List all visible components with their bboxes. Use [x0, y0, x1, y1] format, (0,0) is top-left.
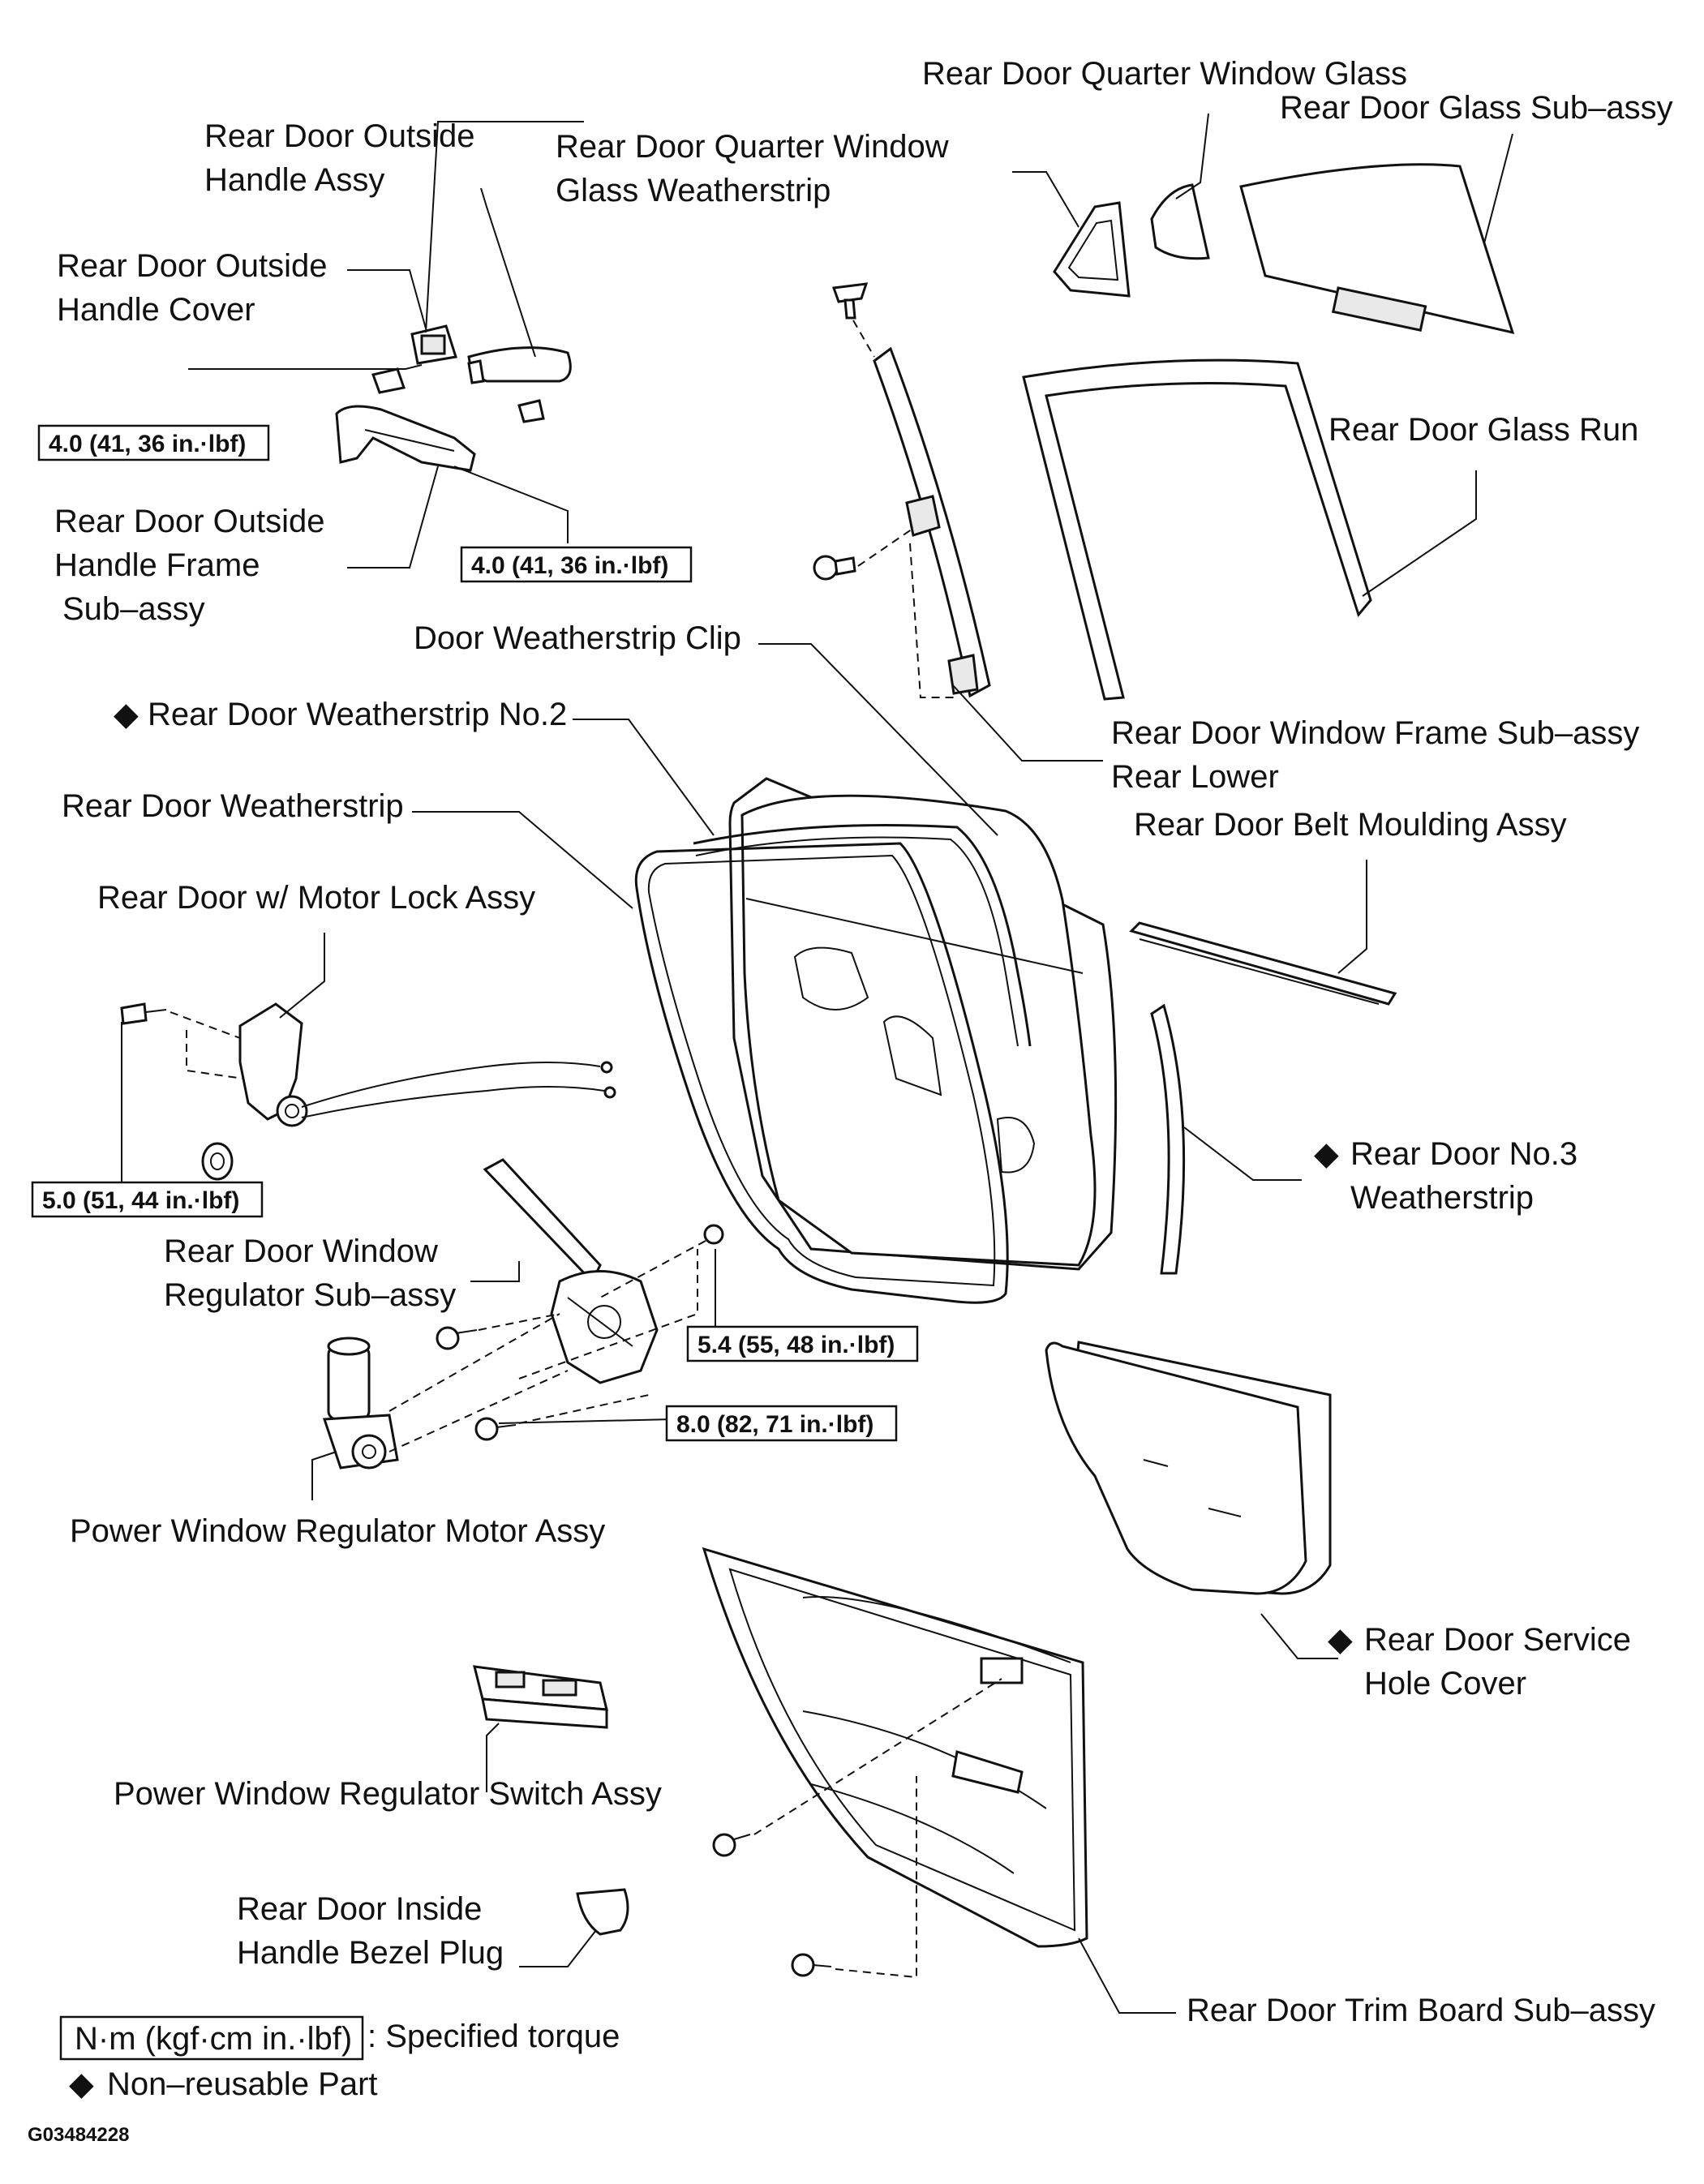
frame-screw — [831, 282, 869, 320]
label-handle-frame-3: Sub–assy — [62, 591, 205, 627]
diamond-no3-weatherstrip: ◆ — [1314, 1136, 1339, 1172]
label-window-frame-2: Rear Lower — [1111, 759, 1279, 795]
regulator-switch-part — [473, 1665, 608, 1729]
torque-value-4: 5.4 (55, 48 in.·lbf) — [697, 1332, 895, 1358]
diamond-weatherstrip-no2: ◆ — [114, 697, 139, 732]
regulator-bolt-bottom — [474, 1417, 517, 1441]
label-regulator-2: Regulator Sub–assy — [164, 1277, 456, 1313]
regulator-bolt-top — [703, 1224, 724, 1245]
label-glass-run: Rear Door Glass Run — [1328, 412, 1638, 448]
weatherstrip-part — [634, 842, 1009, 1304]
legend: N·m (kgf·cm in.·lbf) : Specified torque … — [59, 2015, 620, 2102]
label-weatherstrip-clip: Door Weatherstrip Clip — [414, 620, 741, 656]
torque-spec-4: 5.4 (55, 48 in.·lbf) — [686, 1325, 919, 1362]
legend-diamond: ◆ — [69, 2066, 94, 2102]
torque-spec-2: 4.0 (41, 36 in.·lbf) — [460, 546, 693, 583]
label-window-frame-1: Rear Door Window Frame Sub–assy — [1111, 715, 1639, 751]
leader-lines — [121, 113, 1513, 2014]
label-weatherstrip: Rear Door Weatherstrip — [62, 788, 404, 824]
label-motor-lock: Rear Door w/ Motor Lock Assy — [97, 880, 535, 916]
torque-value-2: 4.0 (41, 36 in.·lbf) — [471, 552, 668, 579]
label-regulator-motor: Power Window Regulator Motor Assy — [70, 1513, 605, 1549]
legend-torque-unit: N·m (kgf·cm in.·lbf) — [75, 2021, 352, 2057]
label-trim-board: Rear Door Trim Board Sub–assy — [1187, 1993, 1655, 2028]
torque-spec-5: 8.0 (82, 71 in.·lbf) — [665, 1405, 898, 1442]
handle-cover-small-part — [371, 367, 406, 394]
lock-grommet — [201, 1142, 234, 1181]
window-regulator-part — [483, 1158, 659, 1384]
torque-value-1: 4.0 (41, 36 in.·lbf) — [49, 431, 246, 457]
lock-screw — [120, 1002, 167, 1025]
label-glass-sub-assy: Rear Door Glass Sub–assy — [1280, 90, 1673, 126]
label-bezel-plug-2: Handle Bezel Plug — [237, 1935, 504, 1971]
part-labels: Rear Door Quarter Window Glass Rear Door… — [54, 56, 1673, 2028]
motor-lock-part — [238, 1002, 616, 1127]
glass-run-part — [1022, 358, 1372, 701]
frame-bolt — [813, 555, 856, 581]
label-regulator-1: Rear Door Window — [164, 1234, 438, 1269]
torque-value-5: 8.0 (82, 71 in.·lbf) — [676, 1411, 873, 1438]
belt-moulding-part — [1129, 921, 1397, 1006]
door-glass-part — [1239, 163, 1515, 335]
label-outside-handle-1: Rear Door Outside — [204, 118, 474, 154]
label-handle-frame-1: Rear Door Outside — [54, 504, 324, 539]
label-switch-assy: Power Window Regulator Switch Assy — [114, 1776, 662, 1812]
label-outside-handle-2: Handle Assy — [204, 162, 384, 198]
label-handle-cover-2: Handle Cover — [57, 292, 255, 328]
label-handle-cover-1: Rear Door Outside — [57, 248, 327, 284]
legend-nonreusable: Non–reusable Part — [107, 2066, 378, 2102]
torque-value-3: 5.0 (51, 44 in.·lbf) — [42, 1187, 239, 1214]
label-service-cover-1: Rear Door Service — [1364, 1622, 1631, 1658]
quarter-glass-part — [1150, 183, 1210, 260]
quarter-weatherstrip-part — [1053, 201, 1131, 298]
label-weatherstrip-no2: Rear Door Weatherstrip No.2 — [148, 697, 567, 732]
legend-torque-desc: : Specified torque — [367, 2019, 620, 2054]
bezel-plug-part — [576, 1888, 629, 1936]
label-belt-moulding: Rear Door Belt Moulding Assy — [1134, 807, 1567, 843]
weatherstrip-no2-part — [693, 824, 1032, 1047]
label-quarter-weatherstrip-1: Rear Door Quarter Window — [556, 129, 949, 165]
handle-cover-part — [410, 324, 457, 365]
trim-screw-mid — [712, 1833, 751, 1857]
trim-screw-low — [791, 1953, 832, 1977]
torque-spec-3: 5.0 (51, 44 in.·lbf) — [31, 1181, 264, 1218]
door-panel-part — [728, 777, 1118, 1271]
label-service-cover-2: Hole Cover — [1364, 1666, 1526, 1701]
regulator-motor-part — [322, 1337, 399, 1470]
label-no3-weatherstrip-1: Rear Door No.3 — [1350, 1136, 1577, 1172]
label-quarter-weatherstrip-2: Glass Weatherstrip — [556, 173, 831, 208]
outside-handle-part — [467, 346, 572, 423]
torque-spec-1: 4.0 (41, 36 in.·lbf) — [37, 424, 270, 461]
no3-weatherstrip-part — [1150, 1003, 1186, 1275]
label-quarter-glass: Rear Door Quarter Window Glass — [922, 56, 1407, 92]
trim-board-part — [702, 1547, 1088, 1948]
label-handle-frame-2: Handle Frame — [54, 547, 260, 583]
diamond-service-cover: ◆ — [1328, 1622, 1353, 1658]
service-hole-cover-part — [1045, 1341, 1332, 1595]
figure-code: G03484228 — [28, 2124, 129, 2146]
label-bezel-plug-1: Rear Door Inside — [237, 1891, 482, 1927]
handle-frame-part — [335, 405, 476, 472]
regulator-bolt-left — [436, 1326, 478, 1350]
window-frame-part — [873, 346, 991, 698]
label-no3-weatherstrip-2: Weatherstrip — [1350, 1180, 1534, 1216]
